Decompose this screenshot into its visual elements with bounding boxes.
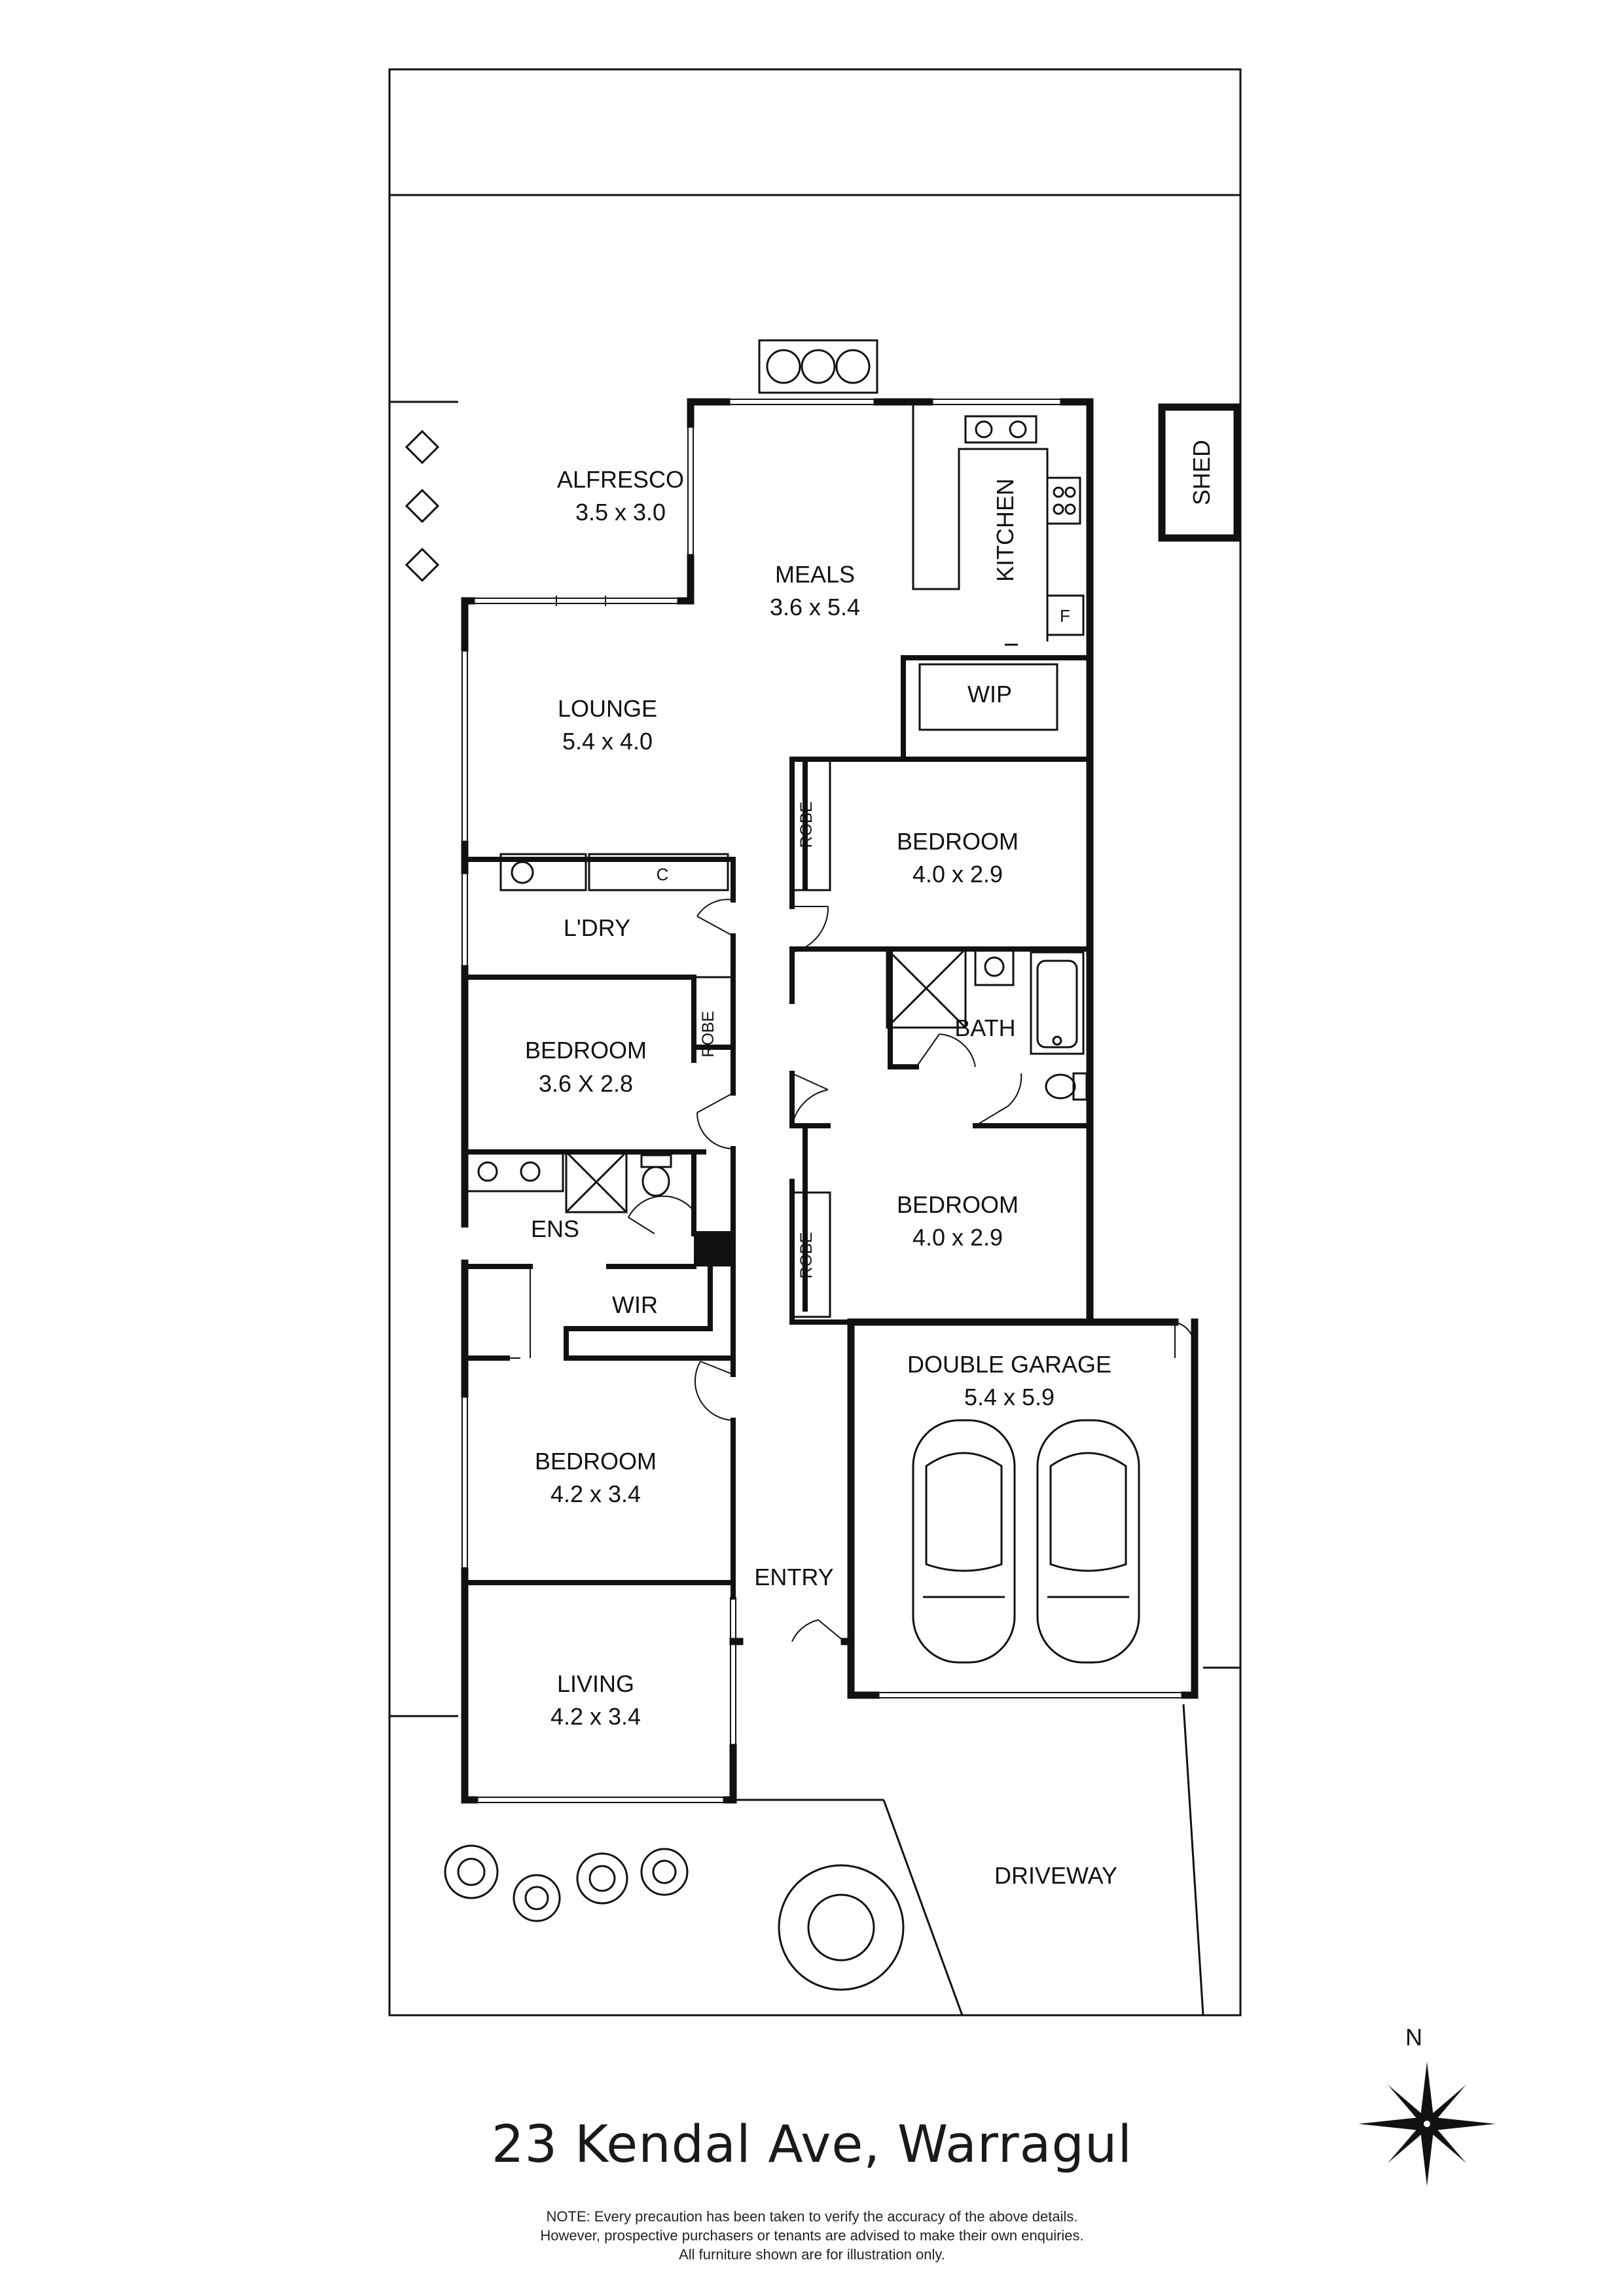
bedroom-3-label: BEDROOM	[525, 1037, 647, 1064]
kitchen-fixtures	[912, 404, 1085, 731]
robe-3-label: ROBE	[699, 1011, 717, 1058]
car-left-icon	[912, 1419, 1016, 1664]
master-bedroom-label: BEDROOM	[535, 1448, 657, 1475]
bedroom-2-label: BEDROOM	[897, 828, 1019, 855]
bath-label: BATH	[954, 1014, 1015, 1041]
master-bedroom-size: 4.2 x 3.4	[550, 1480, 641, 1507]
note-line-3: All furniture shown are for illustration…	[679, 2246, 945, 2263]
robe-4-label: ROBE	[797, 1232, 816, 1279]
external-features	[405, 339, 1241, 583]
living-label: LIVING	[557, 1670, 634, 1697]
garage-size: 5.4 x 5.9	[964, 1384, 1055, 1410]
note-line-1: NOTE: Every precaution has been taken to…	[546, 2208, 1078, 2225]
laundry-label: L'DRY	[564, 914, 630, 941]
bedroom-4-size: 4.0 x 2.9	[912, 1224, 1003, 1251]
meals-size: 3.6 x 5.4	[770, 594, 860, 620]
robe-2-label: ROBE	[797, 802, 816, 848]
bedroom-3-size: 3.6 X 2.8	[539, 1070, 633, 1097]
alfresco-size: 3.5 x 3.0	[575, 499, 666, 526]
lounge-size: 5.4 x 4.0	[562, 728, 653, 755]
north-label: N	[1405, 2024, 1422, 2051]
room-labels: ALFRESCO 3.5 x 3.0 MEALS 3.6 x 5.4 KITCH…	[525, 440, 1215, 1889]
cupboard-label: C	[657, 865, 669, 884]
kitchen-label: KITCHEN	[992, 478, 1019, 582]
meals-label: MEALS	[775, 561, 855, 588]
disclaimer-note: NOTE: Every precaution has been taken to…	[0, 2207, 1624, 2264]
alfresco-label: ALFRESCO	[557, 466, 684, 493]
fridge-label: F	[1060, 606, 1070, 626]
property-address: 23 Kendal Ave, Warragul	[491, 2115, 1133, 2174]
wet-area-fixtures	[463, 758, 1088, 1318]
car-right-icon	[1036, 1419, 1140, 1664]
bedroom-4-label: BEDROOM	[897, 1191, 1019, 1218]
cars	[912, 1419, 1140, 1664]
garage-label: DOUBLE GARAGE	[907, 1351, 1111, 1378]
note-line-2: However, prospective purchasers or tenan…	[540, 2227, 1084, 2244]
ensuite-label: ENS	[531, 1215, 579, 1242]
wir-label: WIR	[612, 1291, 658, 1318]
lounge-label: LOUNGE	[558, 695, 657, 722]
driveway-label: DRIVEWAY	[994, 1862, 1117, 1889]
windows	[461, 399, 1185, 1803]
shed-label: SHED	[1188, 440, 1215, 505]
site-boundary	[388, 68, 1242, 2017]
fridge	[1046, 594, 1085, 636]
wip-label: WIP	[967, 681, 1012, 708]
entry-label: ENTRY	[754, 1564, 833, 1590]
trees	[444, 1844, 905, 1991]
living-size: 4.2 x 3.4	[550, 1703, 641, 1730]
doors	[507, 899, 1196, 1642]
bedroom-2-size: 4.0 x 2.9	[912, 861, 1003, 888]
compass-icon: N	[1358, 2024, 1496, 2186]
